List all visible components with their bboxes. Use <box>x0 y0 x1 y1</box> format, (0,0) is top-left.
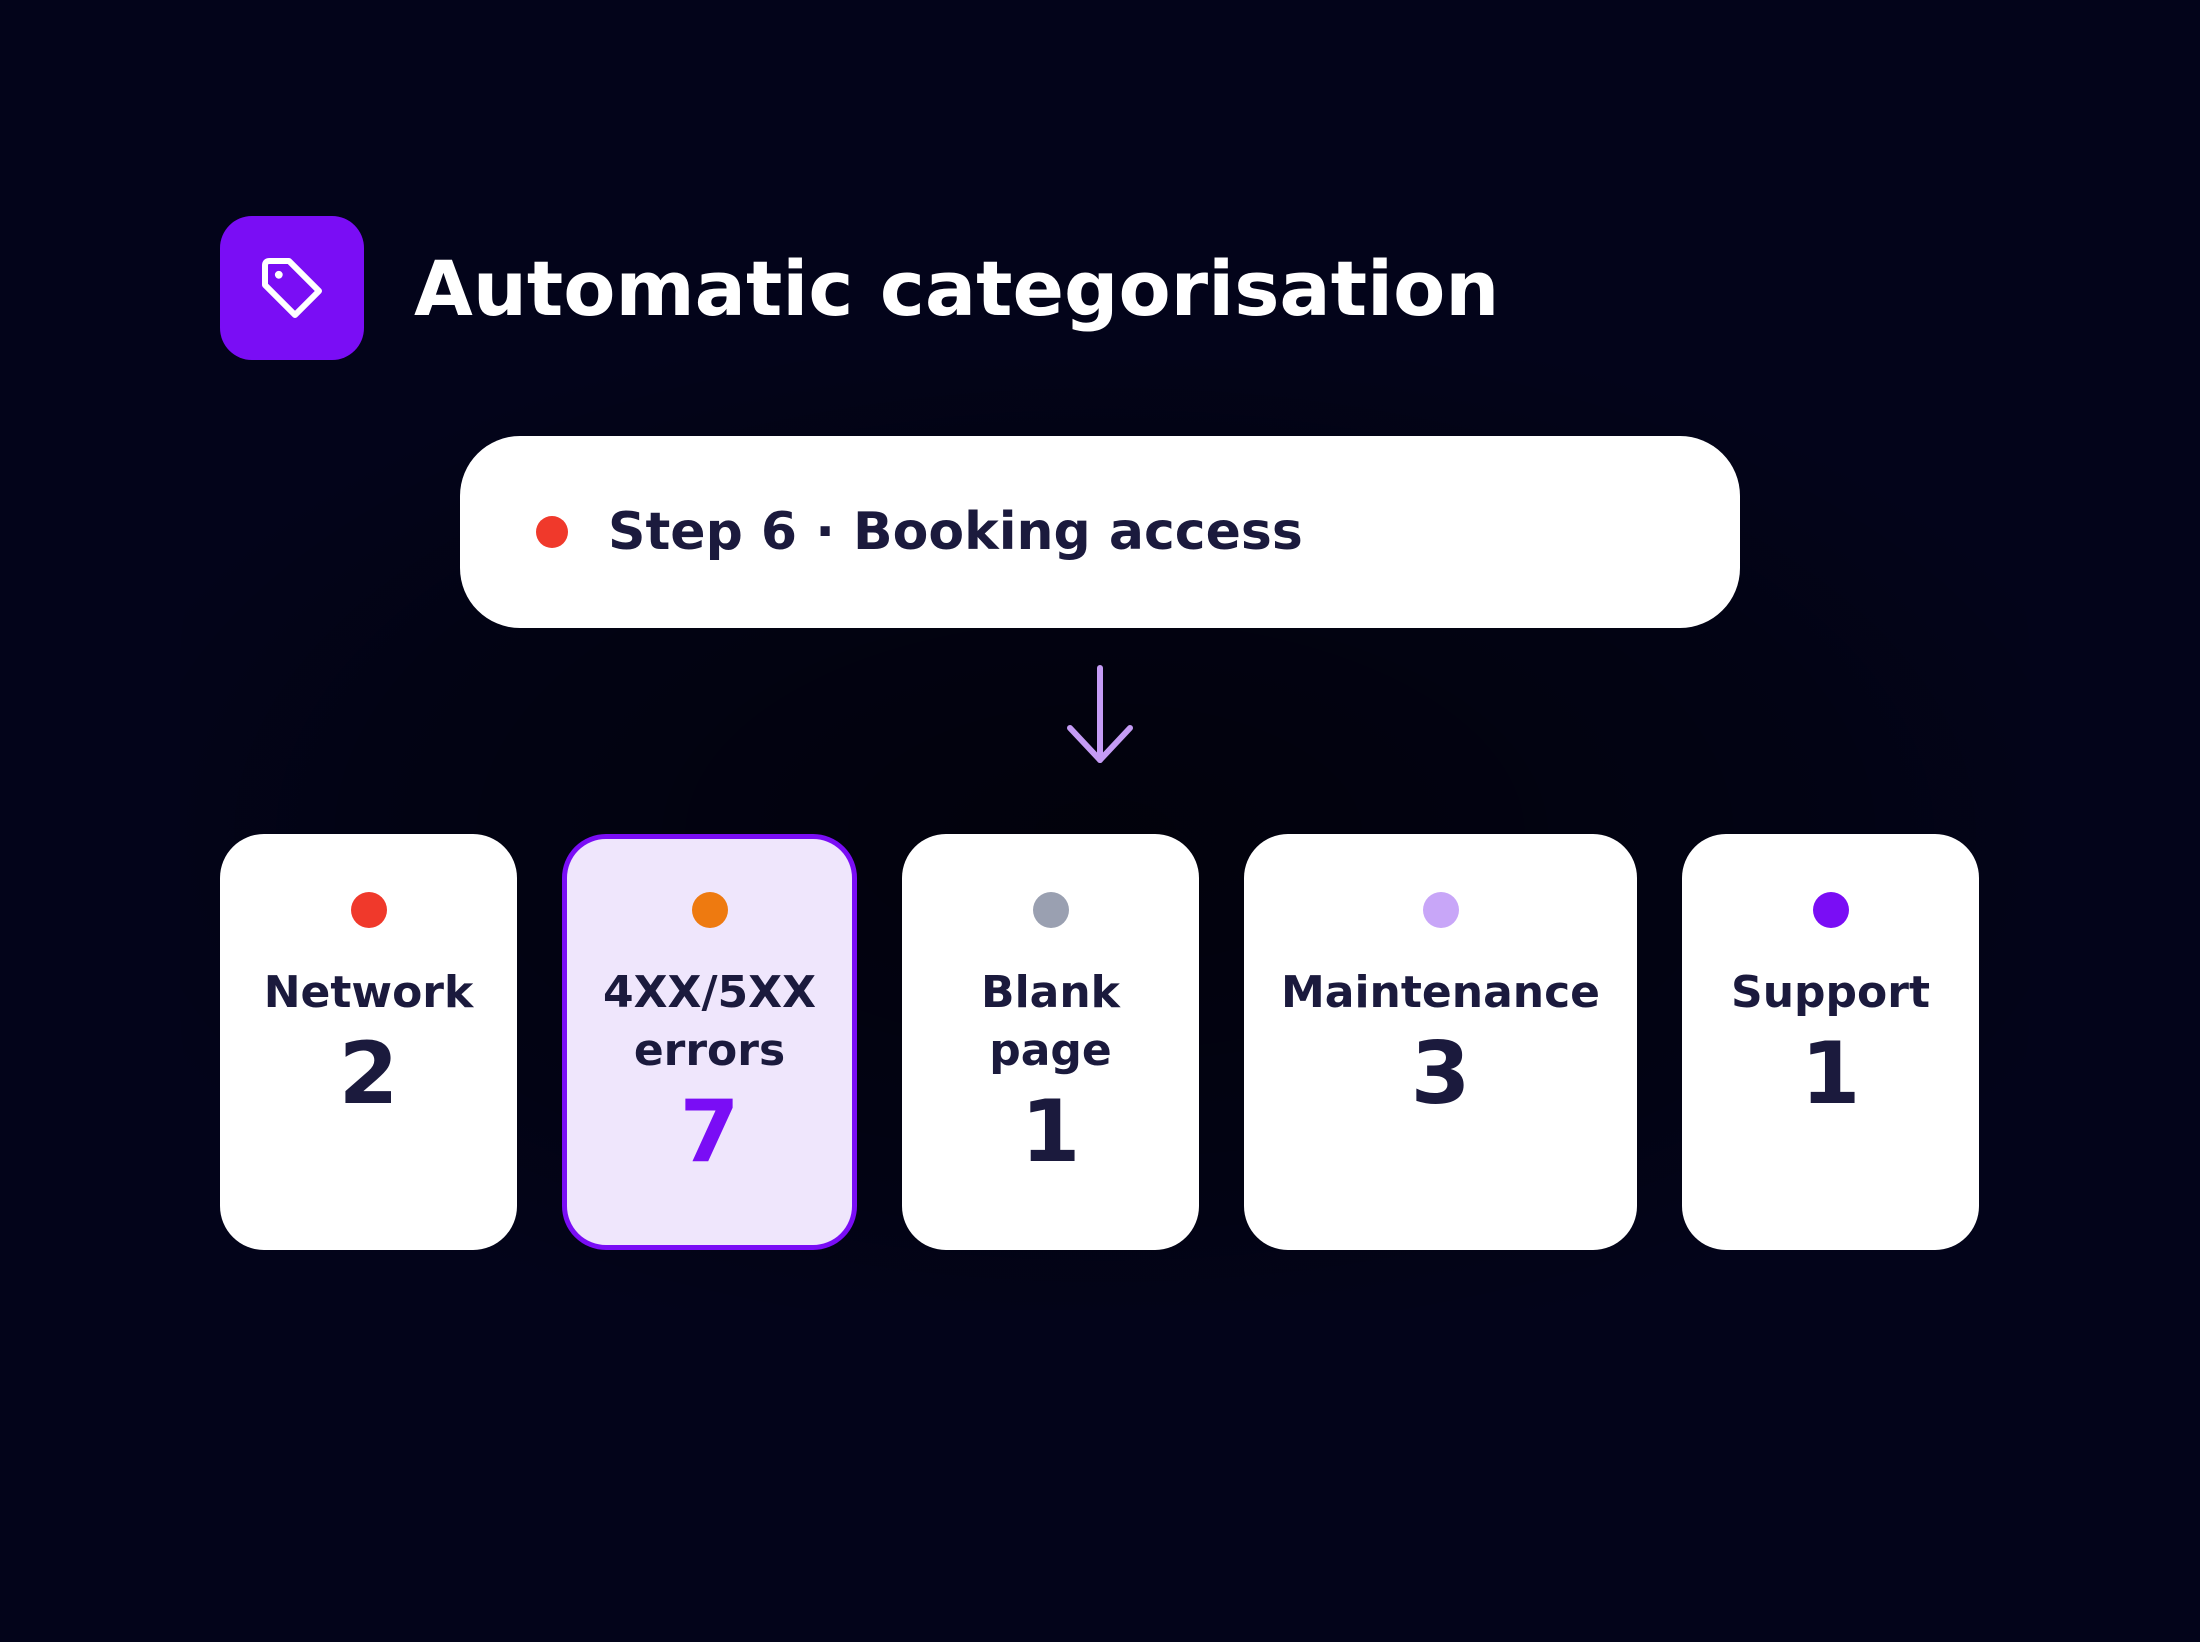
category-label: Network <box>263 967 474 1018</box>
category-count: 3 <box>1410 1024 1471 1124</box>
tag-icon <box>262 258 322 318</box>
category-card-support[interactable]: Support 1 <box>1682 834 1979 1250</box>
category-label: Blank page <box>981 967 1120 1076</box>
category-card-http-errors[interactable]: 4XX/5XX errors 7 <box>562 834 857 1250</box>
category-count: 1 <box>1800 1024 1861 1124</box>
category-dot <box>350 892 387 928</box>
category-dot <box>691 892 728 928</box>
category-count: 7 <box>679 1082 740 1182</box>
category-dot <box>1032 892 1069 928</box>
category-count: 2 <box>338 1024 399 1124</box>
arrow-down-icon <box>1067 665 1133 763</box>
step-pill: Step 6 · Booking access <box>460 436 1740 628</box>
category-dot <box>1422 892 1459 928</box>
step-label: Step 6 · Booking access <box>608 502 1303 562</box>
category-label: Support <box>1731 967 1930 1018</box>
tag-badge <box>220 216 364 360</box>
category-card-maintenance[interactable]: Maintenance 3 <box>1244 834 1637 1250</box>
category-card-network[interactable]: Network 2 <box>220 834 517 1250</box>
category-label: Maintenance <box>1280 967 1601 1018</box>
category-dot <box>1812 892 1849 928</box>
step-status-dot <box>536 516 568 548</box>
category-card-blank-page[interactable]: Blank page 1 <box>902 834 1199 1250</box>
header: Automatic categorisation <box>220 216 1499 360</box>
category-count: 1 <box>1020 1082 1081 1182</box>
page-title: Automatic categorisation <box>414 243 1500 333</box>
category-label: 4XX/5XX errors <box>603 967 816 1076</box>
